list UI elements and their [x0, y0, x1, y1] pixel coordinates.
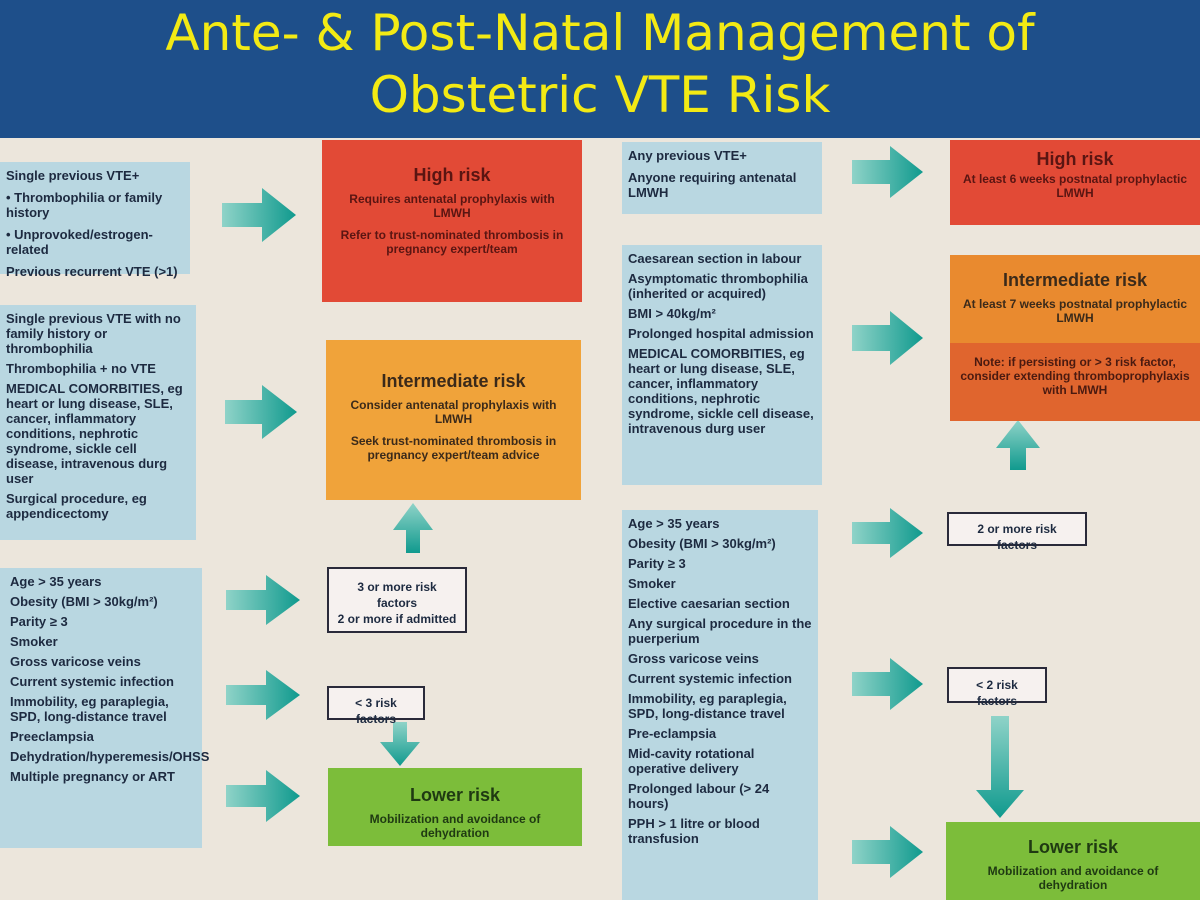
- risk-text: Requires antenatal prophylaxis with LMWH: [349, 192, 555, 220]
- list-item: Mid-cavity rotational operative delivery: [628, 746, 755, 776]
- list-item: Prolonged labour (> 24 hours): [628, 781, 770, 811]
- arrow-down-icon: [976, 716, 1024, 818]
- arrow-right-icon: [852, 508, 923, 558]
- factor-text: 2 or more risk factors: [977, 522, 1057, 552]
- arrow-right-icon: [852, 146, 923, 198]
- factor-text: < 3 risk factors: [355, 696, 397, 726]
- list-item: Any previous VTE+: [628, 148, 747, 163]
- antenatal-high-factors: Single previous VTE+ • Thrombophilia or …: [0, 162, 190, 279]
- list-item: MEDICAL COMORBITIES, eg heart or lung di…: [6, 381, 183, 486]
- list-item: Current systemic infection: [10, 674, 174, 689]
- factor-box-3-or-more: 3 or more risk factors 2 or more if admi…: [327, 567, 467, 633]
- list-item: MEDICAL COMORBITIES, eg heart or lung di…: [628, 346, 814, 436]
- list-item: Thrombophilia + no VTE: [6, 361, 156, 376]
- list-item: Parity ≥ 3: [10, 614, 68, 629]
- list-item: BMI > 40kg/m²: [628, 306, 716, 321]
- risk-text: Seek trust-nominated thrombosis in pregn…: [350, 434, 557, 462]
- list-item: Multiple pregnancy or ART: [10, 769, 175, 784]
- postnatal-high-factors: Any previous VTE+ Anyone requiring anten…: [622, 142, 822, 214]
- factor-text: 2 or more if admitted: [337, 612, 457, 626]
- list-item: Pre-eclampsia: [628, 726, 717, 741]
- list-item: Caesarean section in labour: [628, 251, 802, 266]
- risk-text: At least 6 weeks postnatal prophylactic …: [962, 172, 1188, 200]
- list-item: Gross varicose veins: [628, 651, 759, 666]
- list-item: Obesity (BMI > 30kg/m²): [10, 594, 158, 609]
- arrow-up-icon: [996, 420, 1040, 470]
- arrow-right-icon: [222, 188, 296, 242]
- risk-text: Consider antenatal prophylaxis with LMWH: [350, 398, 557, 426]
- arrow-down-icon: [380, 722, 420, 766]
- arrow-right-icon: [226, 670, 300, 720]
- factor-text: 3 or more risk factors: [357, 580, 437, 610]
- risk-text: Mobilization and avoidance of dehydratio…: [369, 812, 541, 840]
- factor-box-less-than-2: < 2 risk factors: [947, 667, 1047, 708]
- factor-text: < 2 risk factors: [976, 678, 1018, 708]
- title-banner: Ante- & Post-Natal Management of Obstetr…: [0, 0, 1200, 138]
- list-item: Preeclampsia: [10, 729, 94, 744]
- list-item: Smoker: [10, 634, 58, 649]
- list-item: Gross varicose veins: [10, 654, 141, 669]
- arrow-right-icon: [226, 770, 300, 822]
- risk-text: Mobilization and avoidance of dehydratio…: [987, 864, 1159, 892]
- risk-heading: Lower risk: [409, 785, 501, 805]
- risk-text: At least 7 weeks postnatal prophylactic …: [962, 297, 1188, 325]
- postnatal-intermediate-factors: Caesarean section in labour Asymptomatic…: [622, 245, 822, 485]
- factor-box-less-than-3: < 3 risk factors: [327, 686, 425, 726]
- arrow-right-icon: [225, 385, 297, 439]
- arrow-right-icon: [852, 311, 923, 365]
- arrow-right-icon: [852, 658, 923, 710]
- risk-heading: Lower risk: [1027, 837, 1119, 857]
- risk-heading: High risk: [413, 165, 491, 185]
- risk-text: Refer to trust-nominated thrombosis in p…: [340, 228, 564, 256]
- antenatal-lower-risk-box: Lower risk Mobilization and avoidance of…: [328, 768, 582, 846]
- risk-heading: Intermediate risk: [381, 371, 526, 391]
- list-item: Single previous VTE+: [6, 168, 140, 183]
- list-item: Single previous VTE with no family histo…: [6, 311, 181, 356]
- arrow-up-icon: [393, 503, 433, 553]
- postnatal-lower-risk-box: Lower risk Mobilization and avoidance of…: [946, 822, 1200, 900]
- antenatal-high-risk-box: High risk Requires antenatal prophylaxis…: [322, 140, 582, 302]
- arrow-right-icon: [226, 575, 300, 625]
- antenatal-intermediate-risk-box: Intermediate risk Consider antenatal pro…: [326, 340, 581, 500]
- postnatal-note-box: Note: if persisting or > 3 risk factor, …: [950, 343, 1200, 421]
- list-item: Current systemic infection: [628, 671, 792, 686]
- list-item: Age > 35 years: [10, 574, 102, 589]
- antenatal-intermediate-factors: Single previous VTE with no family histo…: [0, 305, 196, 540]
- list-item: • Thrombophilia or family history: [6, 190, 163, 220]
- risk-heading: Intermediate risk: [1002, 270, 1148, 290]
- list-item: Prolonged hospital admission: [628, 326, 814, 341]
- list-item: Surgical procedure, eg appendicectomy: [6, 491, 147, 521]
- list-item: • Unprovoked/estrogen-related: [6, 227, 153, 257]
- list-item: Anyone requiring antenatal LMWH: [628, 170, 797, 200]
- postnatal-high-risk-box: High risk At least 6 weeks postnatal pro…: [950, 140, 1200, 225]
- list-item: Previous recurrent VTE (>1): [6, 264, 178, 279]
- postnatal-other-factors: Age > 35 years Obesity (BMI > 30kg/m²) P…: [622, 510, 818, 900]
- list-item: Age > 35 years: [628, 516, 720, 531]
- list-item: Any surgical procedure in the puerperium: [628, 616, 812, 646]
- arrow-right-icon: [852, 826, 923, 878]
- risk-heading: High risk: [1036, 149, 1114, 169]
- title-line-1: Ante- & Post-Natal Management of: [165, 4, 1035, 62]
- list-item: Dehydration/hyperemesis/OHSS: [10, 749, 210, 764]
- list-item: Smoker: [628, 576, 676, 591]
- list-item: Immobility, eg paraplegia, SPD, long-dis…: [628, 691, 787, 721]
- note-text: Note: if persisting or > 3 risk factor, …: [960, 355, 1190, 397]
- list-item: PPH > 1 litre or blood transfusion: [628, 816, 760, 846]
- title-line-2: Obstetric VTE Risk: [369, 66, 831, 124]
- antenatal-other-factors: Age > 35 years Obesity (BMI > 30kg/m²) P…: [0, 568, 210, 848]
- list-item: Elective caesarian section: [628, 596, 790, 611]
- list-item: Asymptomatic thrombophilia (inherited or…: [628, 271, 808, 301]
- list-item: Parity ≥ 3: [628, 556, 686, 571]
- list-item: Immobility, eg paraplegia, SPD, long-dis…: [10, 694, 169, 724]
- factor-box-2-or-more: 2 or more risk factors: [947, 512, 1087, 552]
- postnatal-intermediate-risk-box: Intermediate risk At least 7 weeks postn…: [950, 255, 1200, 343]
- list-item: Obesity (BMI > 30kg/m²): [628, 536, 776, 551]
